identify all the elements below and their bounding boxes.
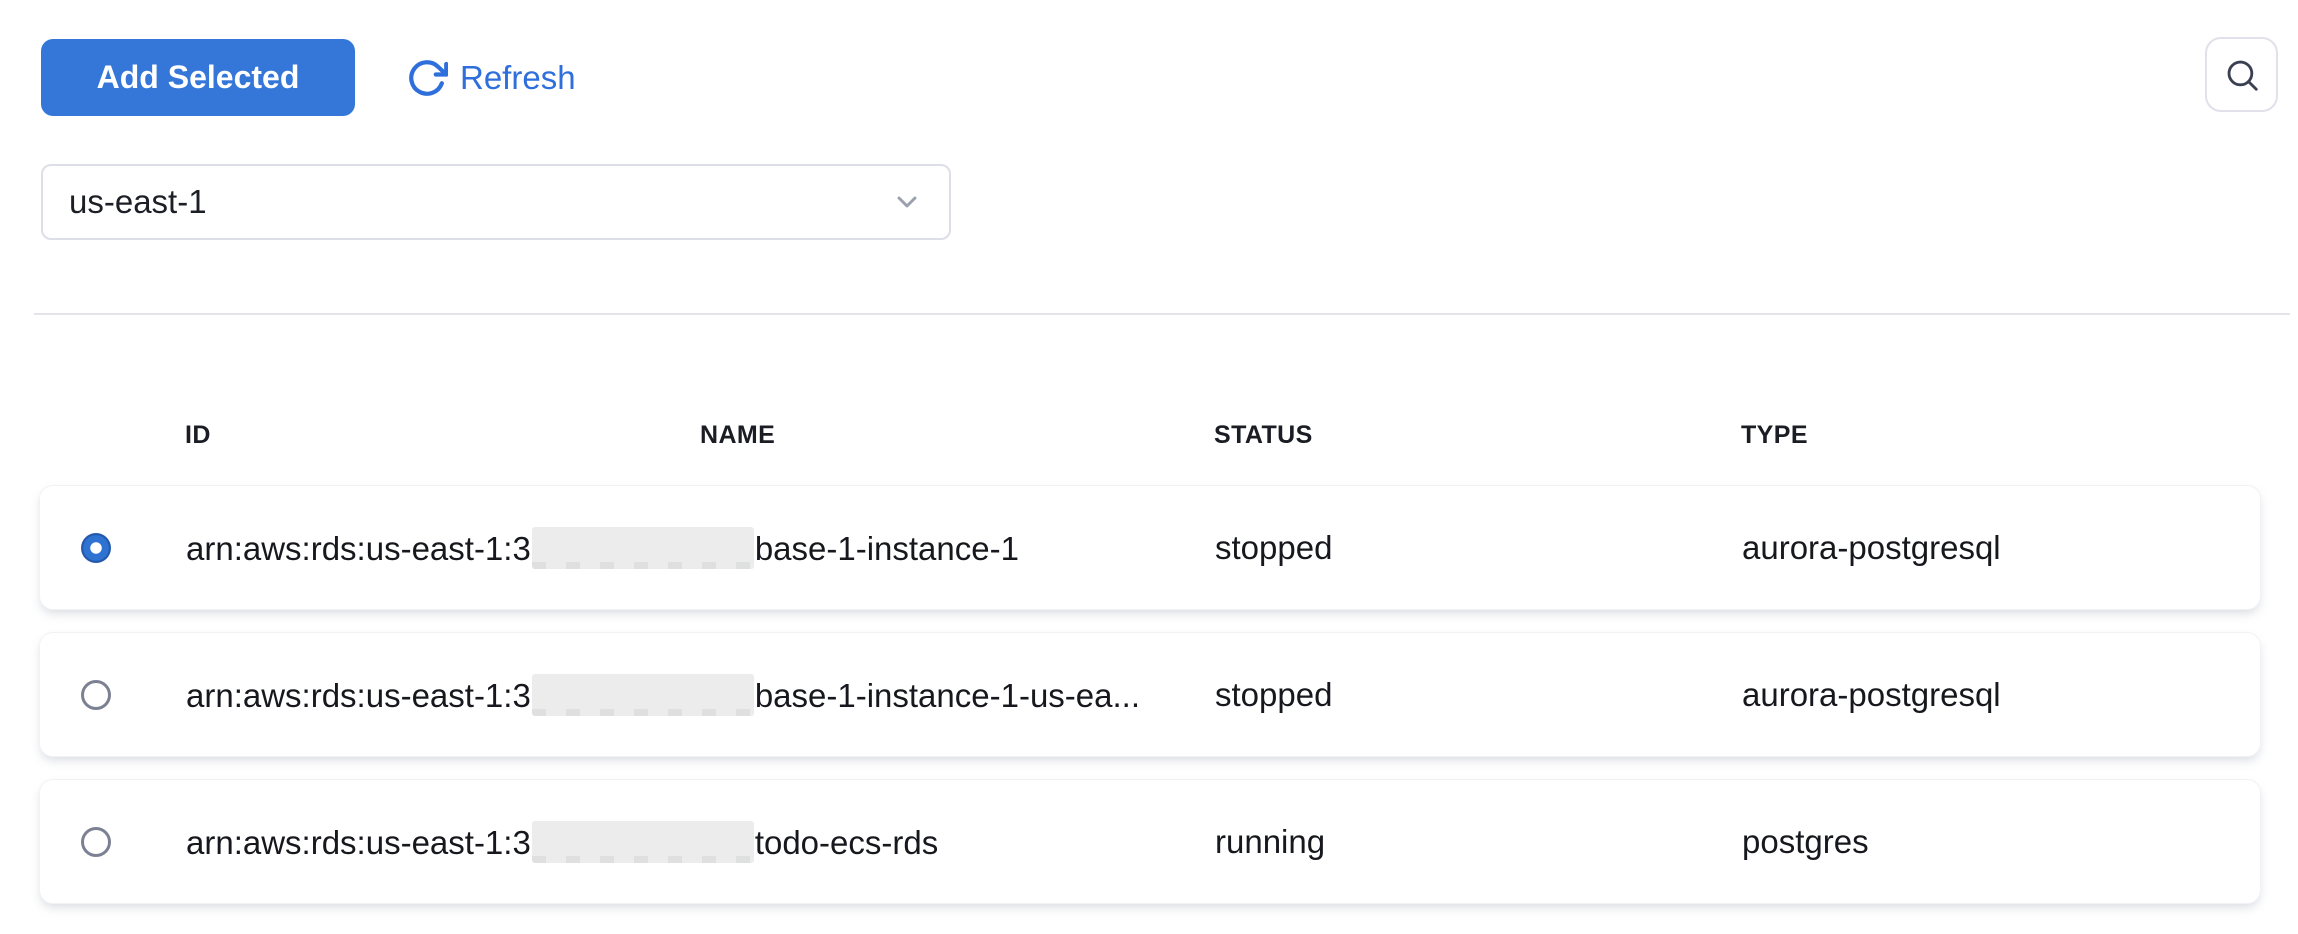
- redacted-account-id: [532, 821, 754, 863]
- column-header-name: NAME: [700, 421, 1214, 450]
- radio-button[interactable]: [81, 680, 111, 710]
- resource-id: arn:aws:rds:us-east-1:3todo-ecs-rds: [186, 821, 1215, 863]
- refresh-label: Refresh: [460, 59, 576, 97]
- resource-status: stopped: [1215, 529, 1742, 567]
- resource-id: arn:aws:rds:us-east-1:3base-1-instance-1…: [186, 674, 1215, 716]
- resource-type: aurora-postgresql: [1742, 529, 2260, 567]
- chevron-down-icon: [891, 186, 923, 218]
- table-header: ID NAME STATUS TYPE: [39, 410, 2261, 460]
- resource-status: running: [1215, 823, 1742, 861]
- refresh-icon: [406, 57, 448, 99]
- redacted-account-id: [532, 527, 754, 569]
- region-dropdown[interactable]: us-east-1: [41, 164, 951, 240]
- divider: [34, 313, 2290, 315]
- table-body: arn:aws:rds:us-east-1:3base-1-instance-1…: [39, 485, 2261, 926]
- radio-button[interactable]: [81, 533, 111, 563]
- search-icon: [2223, 56, 2261, 94]
- resource-status: stopped: [1215, 676, 1742, 714]
- add-selected-button[interactable]: Add Selected: [41, 39, 355, 116]
- search-button[interactable]: [2205, 37, 2278, 112]
- table-row[interactable]: arn:aws:rds:us-east-1:3base-1-instance-1…: [39, 485, 2261, 610]
- column-header-id: ID: [185, 421, 700, 450]
- column-header-type: TYPE: [1741, 421, 2261, 450]
- radio-button[interactable]: [81, 827, 111, 857]
- resource-type: postgres: [1742, 823, 2260, 861]
- table-row[interactable]: arn:aws:rds:us-east-1:3todo-ecs-rds runn…: [39, 779, 2261, 904]
- resource-id: arn:aws:rds:us-east-1:3base-1-instance-1: [186, 527, 1215, 569]
- refresh-button[interactable]: Refresh: [406, 39, 576, 116]
- table-row[interactable]: arn:aws:rds:us-east-1:3base-1-instance-1…: [39, 632, 2261, 757]
- region-dropdown-value: us-east-1: [69, 183, 207, 221]
- redacted-account-id: [532, 674, 754, 716]
- resource-type: aurora-postgresql: [1742, 676, 2260, 714]
- column-header-status: STATUS: [1214, 421, 1741, 450]
